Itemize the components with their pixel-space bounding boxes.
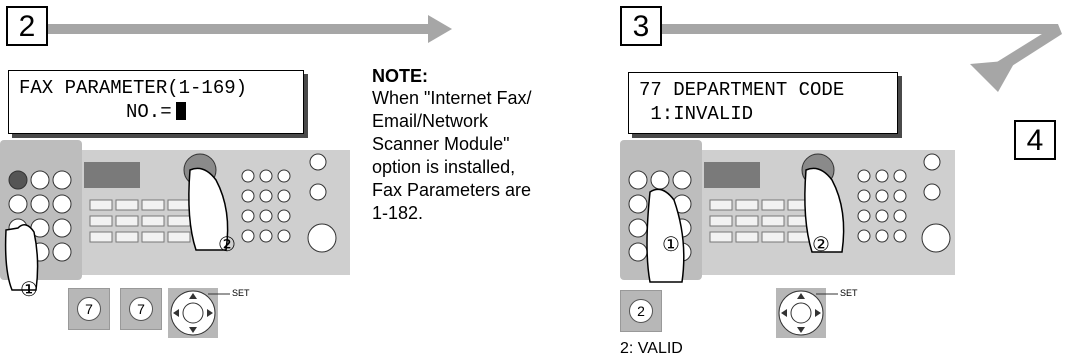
lcd-line-2: 1:INVALID [639,103,754,125]
finger-1-icon [646,188,685,283]
control-panel-step3 [620,140,955,283]
step-2-arrow-head [428,15,452,43]
lcd-line-1: FAX PARAMETER(1-169) [19,77,248,99]
note-line-3: Scanner Module" [372,134,510,154]
note-line-5: Fax Parameters are [372,180,532,200]
key-7-first: 7 [68,288,110,330]
step-3-arrow-head [970,60,1016,92]
valid-label: 2: VALID [620,340,683,357]
lcd-prompt: NO.= [126,101,172,123]
callout-1-step3: ① [662,234,680,256]
cursor-block [175,102,186,120]
lcd-line-1: 77 DEPARTMENT CODE [639,79,845,101]
set-navigation-key-step2 [168,288,230,338]
key-2: 2 [620,290,662,332]
callout-2-step3: ② [812,234,830,256]
note-line-2: Email/Network [372,111,489,131]
lcd-line-2: NO.= [19,100,293,124]
set-navigation-key-step3 [776,288,838,338]
step-4-number: 4 [1014,120,1056,160]
step-3-number: 3 [620,6,662,46]
callout-1-step2: ① [20,279,38,301]
set-label-step2: SET [232,288,250,298]
finger-2-icon [188,167,229,251]
set-label-step3: SET [840,288,858,298]
control-panel-step2 [0,140,350,291]
note-line-1: When "Internet Fax/ [372,88,532,108]
callout-2-step2: ② [218,234,236,256]
step-2-number: 2 [6,6,48,46]
step-3-arrow-bar [660,24,1058,34]
step-2-arrow-bar [48,24,428,34]
note-line-6: 1-182. [372,203,424,223]
note-title: NOTE: [372,66,428,86]
key-7-second: 7 [120,288,162,330]
lcd-display-step3: 77 DEPARTMENT CODE 1:INVALID [628,72,898,134]
note-block: NOTE: When "Internet Fax/ Email/Network … [372,66,572,225]
lcd-display-step2: FAX PARAMETER(1-169) NO.= [8,70,304,134]
finger-2-icon [804,167,845,253]
finger-1-icon [4,224,39,291]
note-line-4: option is installed, [372,157,516,177]
